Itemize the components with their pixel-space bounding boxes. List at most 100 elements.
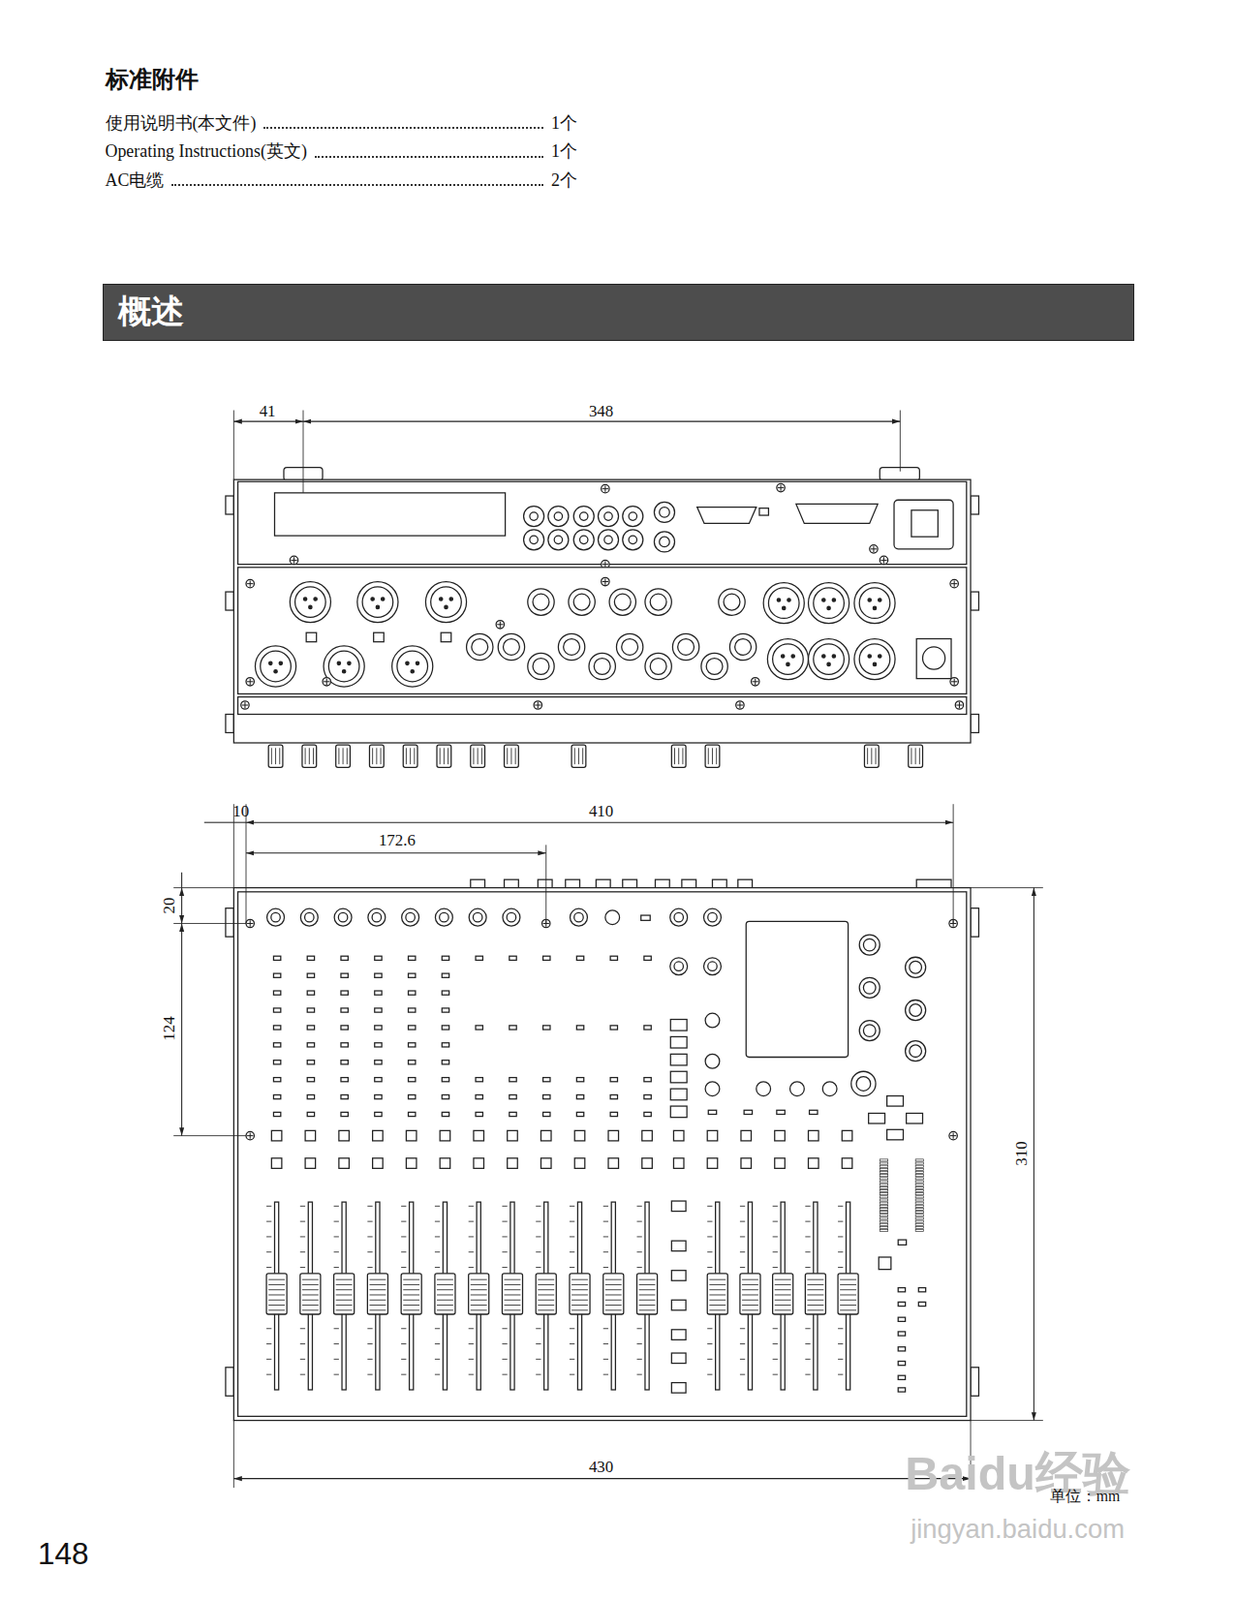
fader-scale: [266, 1221, 272, 1223]
led-indicator: [340, 1008, 348, 1013]
screw-slot: [780, 484, 782, 491]
fader-cap-grip: [741, 1304, 759, 1306]
phone-jack: [557, 633, 585, 660]
knob-cap: [338, 912, 347, 922]
fader-scale: [772, 1235, 778, 1237]
fader-cap-grip: [436, 1299, 454, 1301]
phone-jack-hole: [649, 593, 667, 611]
knob-grip: [910, 747, 912, 765]
fader-scale: [569, 1235, 575, 1237]
fader-cap-grip: [571, 1279, 588, 1281]
led-indicator: [610, 956, 618, 960]
channel-key: [741, 1158, 752, 1170]
led-indicator: [340, 1043, 348, 1048]
phone-jack: [588, 652, 616, 680]
xlr-connector: [767, 639, 808, 680]
xlr-pin: [410, 670, 414, 674]
fader-cap-grip: [470, 1284, 488, 1286]
dimension: 410: [588, 802, 614, 821]
led-indicator: [340, 1060, 348, 1065]
led: [897, 1317, 905, 1322]
fader-scale: [367, 1221, 372, 1223]
screw-slot: [249, 580, 251, 587]
fader-scale: [740, 1251, 745, 1253]
channel-key: [540, 1158, 552, 1170]
knob-cap: [371, 912, 381, 922]
dimension-lines: [173, 410, 1044, 1489]
knob-grip: [515, 747, 517, 765]
rca-jack: [573, 529, 594, 551]
fader-cap-grip: [504, 1304, 522, 1306]
knob-grip: [305, 747, 307, 765]
fader-scale: [300, 1327, 306, 1329]
knob-side: [336, 744, 351, 768]
xlr-pin: [791, 654, 795, 658]
led-indicator: [273, 1060, 280, 1065]
cursor-key: [868, 1112, 886, 1124]
fader-cap-grip: [336, 1299, 353, 1301]
fader-cap-grip: [336, 1284, 353, 1286]
channel-key: [439, 1158, 451, 1170]
xlr-inner: [260, 650, 292, 682]
fader-scale: [603, 1374, 609, 1376]
function-key: [670, 1053, 687, 1066]
fader-scale: [434, 1205, 440, 1207]
fader-scale: [367, 1358, 372, 1360]
led-indicator: [610, 1078, 618, 1082]
fader-cap-grip: [336, 1289, 353, 1291]
jog-wheel-cap: [856, 1077, 871, 1092]
phone-jack-hole: [706, 658, 723, 676]
fader-cap-grip: [268, 1309, 285, 1311]
fader-scale: [804, 1205, 810, 1207]
button-round: [705, 1053, 720, 1069]
channel-key: [574, 1130, 586, 1142]
fader-cap-grip: [302, 1304, 319, 1306]
fader-scale: [707, 1374, 712, 1376]
screw: [289, 555, 298, 564]
led-indicator: [307, 1078, 314, 1082]
xlr-inner: [859, 644, 891, 676]
side-tab: [970, 495, 979, 515]
fader-scale: [401, 1327, 406, 1329]
fader-cap-grip: [839, 1299, 857, 1301]
fader-scale: [468, 1221, 474, 1223]
rear-connector-edge: [654, 879, 670, 888]
fader-cap-grip: [402, 1289, 420, 1291]
knob-cap: [472, 912, 482, 922]
fader-scale: [401, 1235, 406, 1237]
encoder: [859, 934, 880, 956]
channel-key: [271, 1158, 282, 1170]
fader-scale: [468, 1205, 474, 1207]
round-connector-inner: [659, 507, 671, 519]
fader-scale: [837, 1266, 843, 1268]
extension-line: [173, 887, 234, 889]
xlr-pin: [337, 661, 340, 665]
fader-cap-grip: [639, 1289, 656, 1291]
channel-key: [473, 1158, 485, 1170]
xlr-pin: [787, 598, 791, 602]
phone-jack-hole: [563, 639, 581, 656]
meter-led: [879, 1202, 888, 1205]
fader-cap: [300, 1273, 321, 1315]
screw-slot: [754, 679, 756, 685]
layer-key: [671, 1353, 686, 1364]
led-indicator: [307, 1043, 314, 1048]
section-band: 概述: [102, 283, 1134, 341]
channel-key: [707, 1130, 718, 1142]
led-indicator: [307, 1008, 314, 1013]
phone-jack: [672, 633, 699, 660]
function-key: [670, 1106, 687, 1118]
fader-cap: [569, 1273, 590, 1315]
fader-scale: [707, 1205, 712, 1207]
jog-wheel: [851, 1071, 876, 1096]
screw: [776, 483, 785, 492]
fader-scale: [266, 1358, 272, 1360]
led-indicator: [543, 1078, 551, 1082]
xlr-pin: [832, 654, 835, 658]
xlr-connector: [854, 583, 896, 624]
rca-jack: [622, 529, 644, 551]
foot: [879, 467, 920, 482]
fader-scale: [603, 1205, 609, 1207]
fader-scale: [804, 1221, 810, 1223]
fader-scale: [837, 1221, 843, 1223]
